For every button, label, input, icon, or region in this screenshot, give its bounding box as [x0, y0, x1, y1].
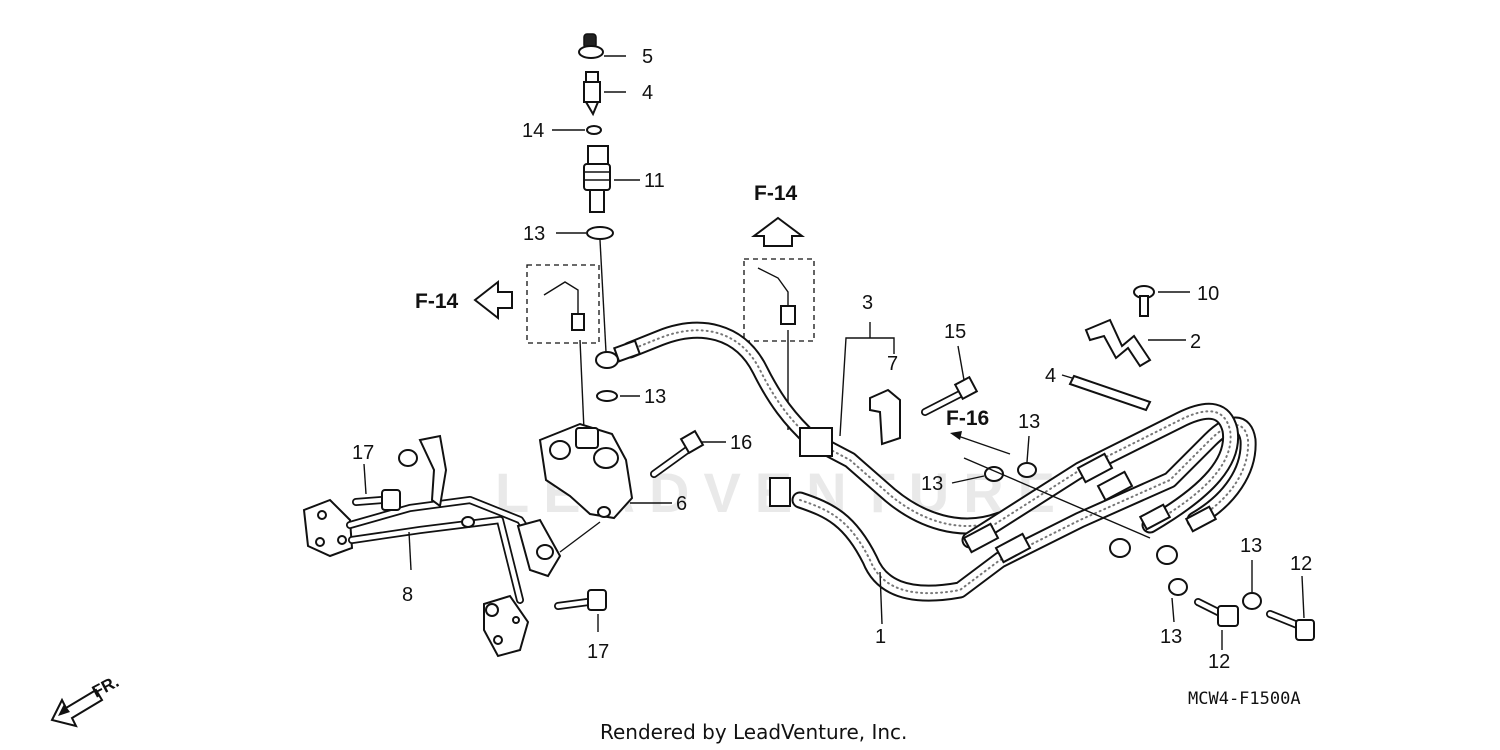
diagram-code: MCW4-F1500A: [1188, 689, 1301, 709]
upper-hose: [621, 321, 1009, 535]
callout-16: 16: [730, 432, 752, 454]
callout-12-bottom: 12: [1208, 651, 1230, 673]
callout-13-f: 13: [1160, 626, 1182, 648]
callout-10: 10: [1197, 283, 1219, 305]
plate-4: [1068, 374, 1152, 412]
callout-1: 1: [875, 626, 886, 648]
bleeder-screw-5: [583, 71, 601, 117]
arrow-f16-icon: [950, 431, 962, 440]
lower-hose: [791, 416, 1257, 602]
callout-4: 4: [1045, 365, 1056, 387]
banjo-right-1: [1109, 538, 1131, 558]
washer-13-e: [1168, 578, 1188, 596]
callout-7: 6: [676, 493, 687, 515]
arrow-up-icon: [751, 216, 805, 247]
callout-13-mid: 13: [644, 386, 666, 408]
washer-13-f: [1242, 592, 1262, 610]
bolt-12a: [1194, 598, 1239, 627]
callout-17-bottom: 17: [587, 641, 609, 663]
bolt-12b: [1266, 610, 1315, 641]
washer-13-d: [1017, 462, 1037, 478]
callout-11: 11: [644, 170, 665, 192]
bolt-cap-6: [578, 33, 604, 59]
front-direction-arrow-icon: [50, 688, 104, 728]
bolt-16: [650, 429, 705, 478]
callout-13-top: 13: [523, 223, 545, 245]
callout-17-left: 17: [352, 442, 374, 464]
bolt-15: [921, 375, 979, 416]
ref-box-left: [526, 264, 600, 344]
banjo-upper: [595, 351, 619, 369]
callout-13-c: 13: [1018, 411, 1040, 433]
bracket-8: [869, 388, 901, 446]
ref-label-f14-left: F-14: [415, 290, 459, 313]
washer-13-c: [984, 466, 1004, 482]
callout-5: 4: [642, 82, 653, 104]
washer-13-top: [586, 226, 614, 240]
hose-clamp-block: [799, 427, 833, 457]
callout-13-e: 13: [1240, 535, 1262, 557]
callout-6: 5: [642, 46, 653, 68]
callout-13-d: 13: [921, 473, 943, 495]
credit-text: Rendered by LeadVenture, Inc.: [600, 720, 907, 744]
washer-13-mid: [596, 390, 618, 402]
ref-label-f16: F-16: [946, 407, 989, 430]
bolt-17b: [554, 589, 607, 611]
callout-3: 3: [862, 292, 873, 314]
ref-label-f14-top: F-14: [754, 182, 798, 205]
right-hoses: [961, 402, 1240, 549]
arrow-left-icon: [473, 279, 513, 321]
clamp-2: [1084, 318, 1152, 368]
callout-8: 7: [887, 353, 898, 375]
callout-15: 15: [944, 321, 966, 343]
pressure-switch-11: [583, 145, 611, 213]
valve-7: [538, 422, 634, 520]
callout-14: 14: [522, 120, 544, 142]
bracket-9: [302, 434, 562, 658]
banjo-right-2: [1156, 545, 1178, 565]
screw-10: [1133, 285, 1155, 317]
bolt-17a: [352, 489, 401, 511]
hose-joint-block: [769, 477, 791, 507]
ref-box-top: [743, 258, 815, 342]
callout-2: 2: [1190, 331, 1201, 353]
callout-9: 8: [402, 584, 413, 606]
washer-14: [586, 125, 602, 135]
callout-12-right: 12: [1290, 553, 1312, 575]
